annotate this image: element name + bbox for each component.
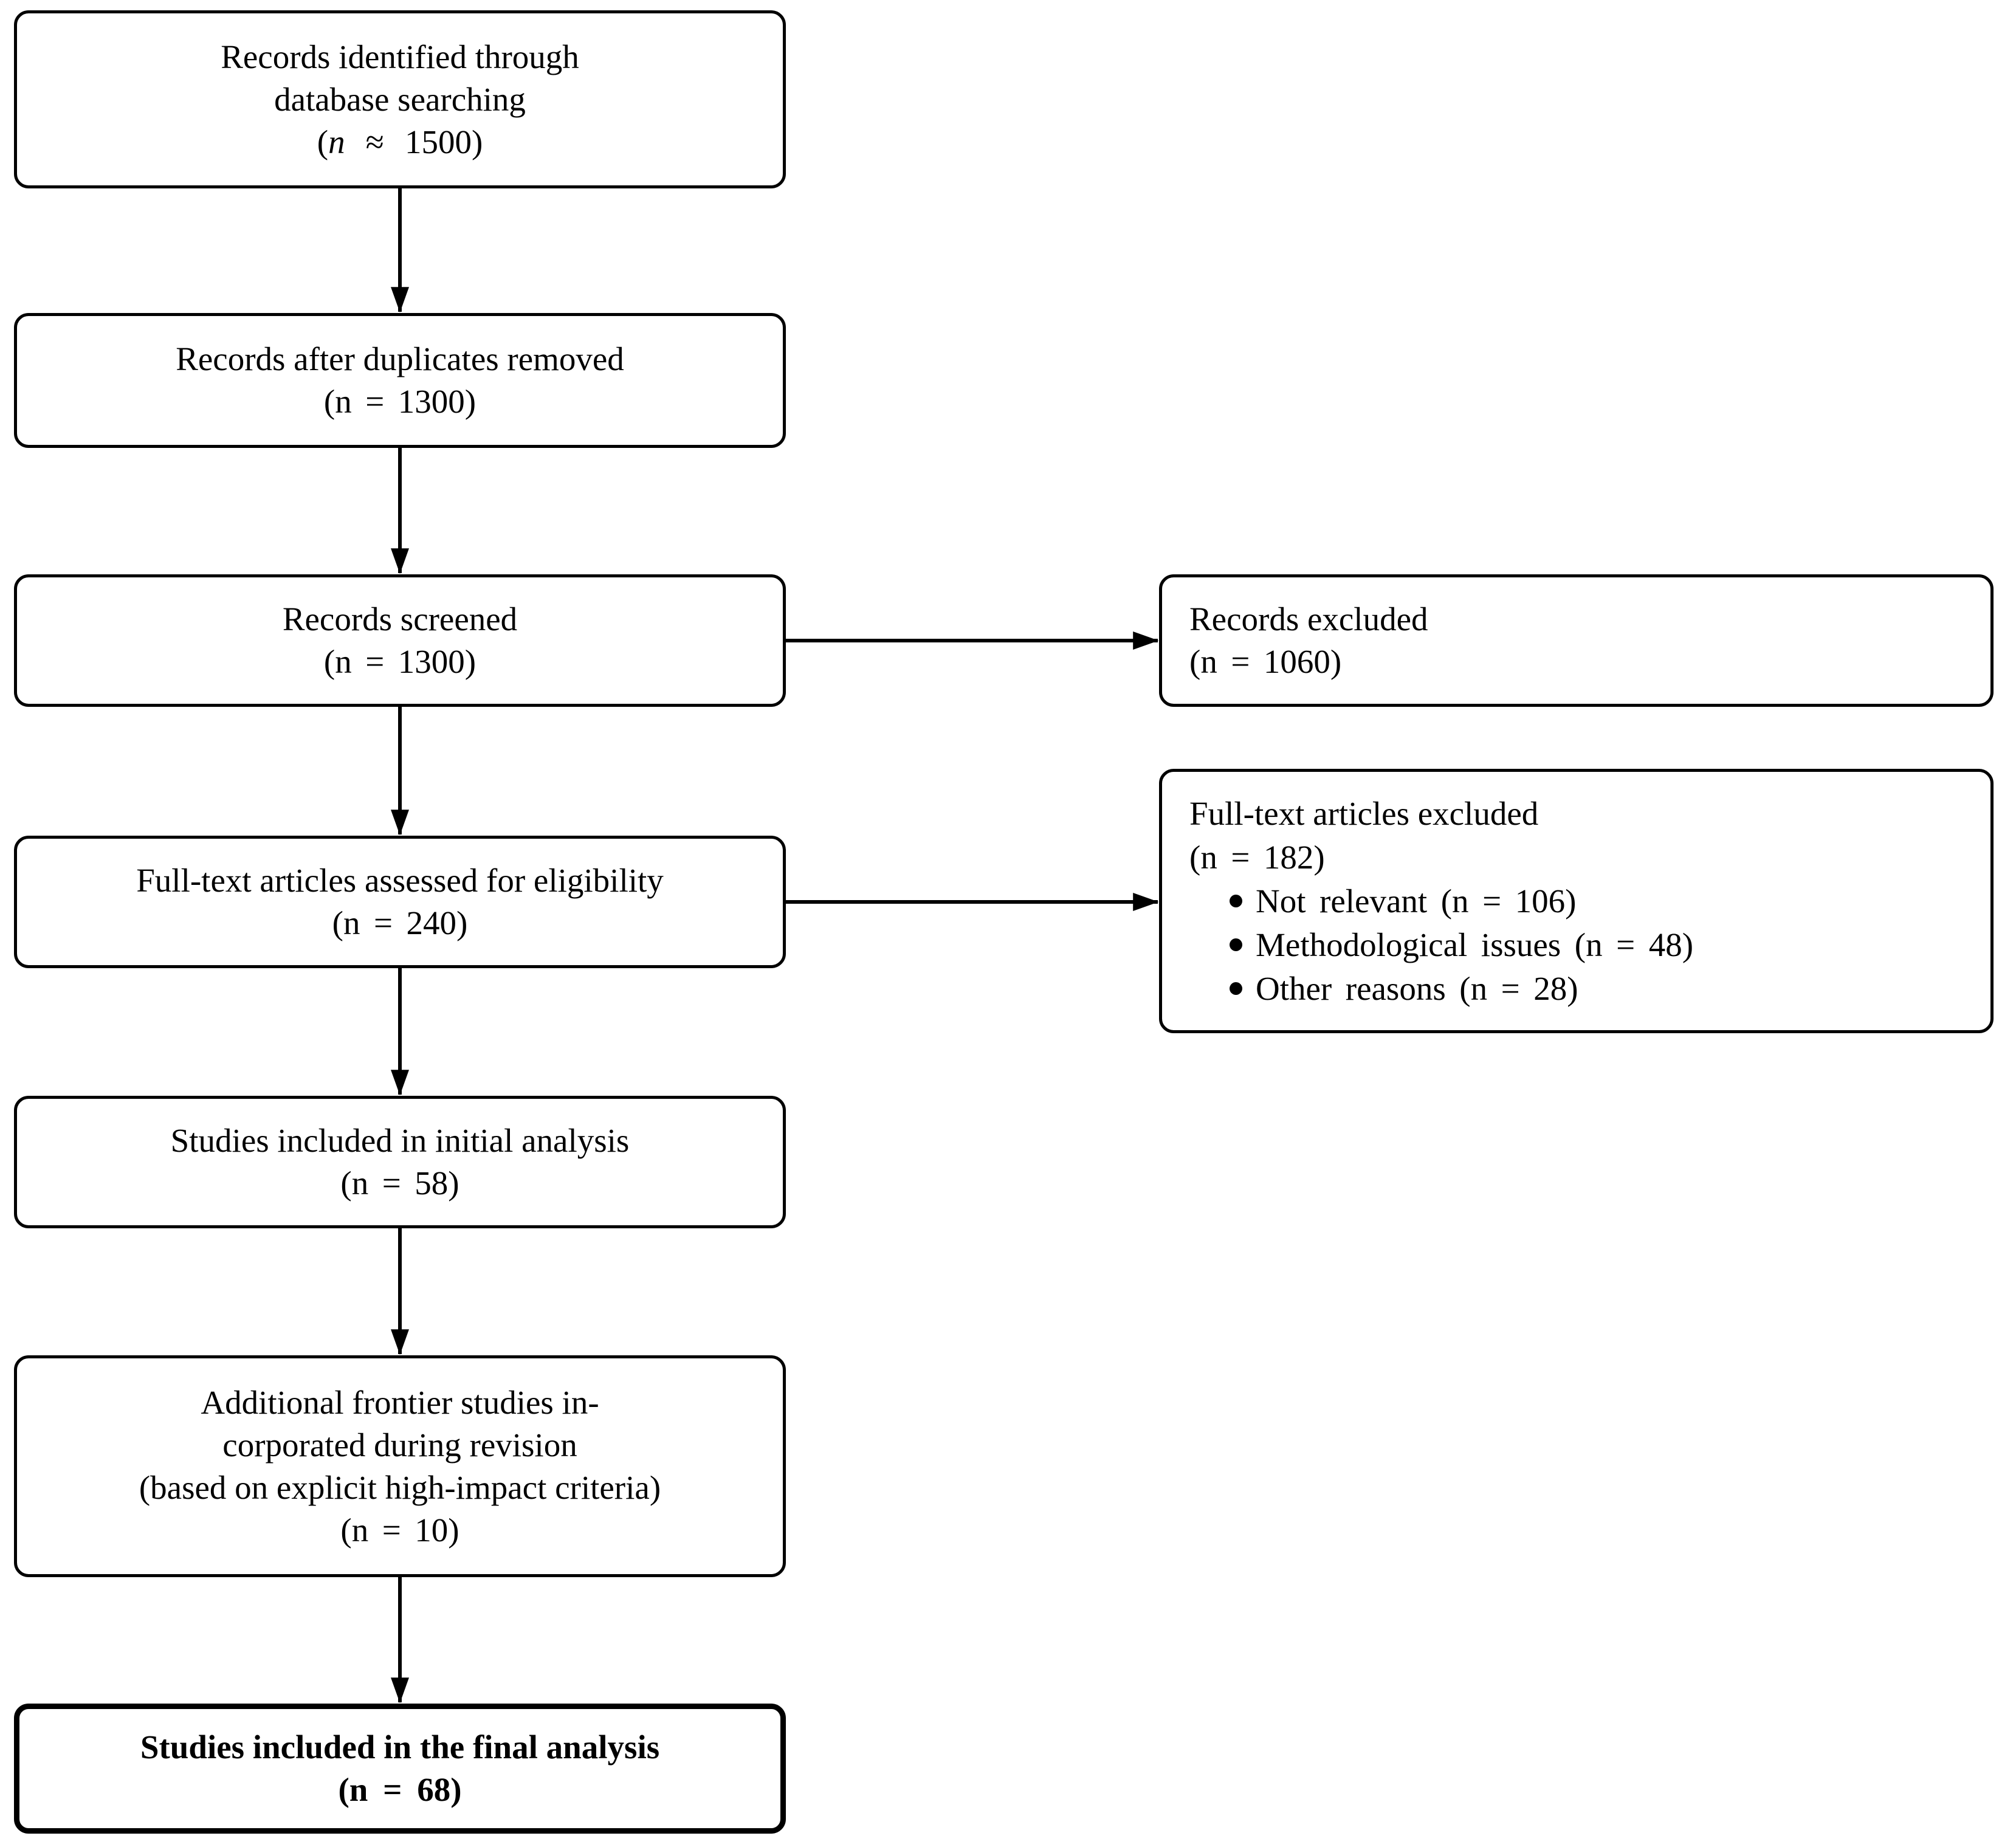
- box-text-line: Full-text articles assessed for eligibil…: [136, 862, 664, 899]
- box-text-line: Studies included in the final analysis: [140, 1728, 660, 1766]
- box-text-line: Full-text articles excluded: [1189, 794, 1539, 832]
- count-open: (n: [338, 1771, 368, 1808]
- box-count-line: (n = 182): [1189, 838, 1325, 876]
- box-text-line: Records after duplicates removed: [176, 340, 624, 377]
- exclusion-reason-text: Methodological issues (n = 48): [1256, 926, 1694, 963]
- box-text-line: (based on explicit high-impact criteria): [139, 1468, 661, 1506]
- box-text-line: Records identified through: [221, 38, 579, 75]
- box-count-line: (n = 58): [340, 1164, 459, 1202]
- box-count-line: (n = 68): [338, 1769, 461, 1811]
- exclusion-reason-item: Not relevant (n = 106): [1230, 879, 1693, 923]
- box-initial-analysis: Studies included in initial analysis (n …: [14, 1096, 786, 1228]
- box-text-line: database searching: [274, 80, 526, 118]
- box-count-line: (n = 10): [340, 1511, 459, 1549]
- count-value: 68): [417, 1771, 462, 1808]
- count-open: (: [317, 123, 329, 160]
- exclusion-reason-text: Other reasons (n = 28): [1256, 969, 1578, 1007]
- box-records-screened: Records screened (n = 1300): [14, 574, 786, 707]
- box-count-line: (n = 1300): [323, 643, 476, 680]
- box-text-line: Records screened: [282, 600, 518, 638]
- box-text-line: Studies included in initial analysis: [170, 1122, 630, 1159]
- box-count-line: (n = 1300): [323, 383, 476, 420]
- count-variable: n: [328, 123, 345, 160]
- box-duplicates-removed: Records after duplicates removed (n = 13…: [14, 313, 786, 448]
- box-count-line: (n = 240): [332, 904, 468, 941]
- box-text-line: corporated during revision: [222, 1426, 577, 1463]
- bullet-icon: [1230, 938, 1242, 951]
- box-fulltext-assessed: Full-text articles assessed for eligibil…: [14, 836, 786, 968]
- bullet-icon: [1230, 982, 1242, 995]
- box-final-analysis: Studies included in the final analysis (…: [14, 1704, 786, 1834]
- box-fulltext-excluded: Full-text articles excluded (n = 182) No…: [1159, 769, 1994, 1033]
- box-count-line: (n ≈1500): [317, 121, 483, 163]
- box-records-excluded: Records excluded (n = 1060): [1159, 574, 1994, 707]
- count-value: 1500): [404, 123, 483, 160]
- equals-symbol: =: [383, 1771, 402, 1808]
- exclusion-reasons-list: Not relevant (n = 106) Methodological is…: [1189, 879, 1693, 1011]
- bullet-icon: [1230, 895, 1242, 907]
- approx-symbol: ≈: [365, 123, 384, 160]
- exclusion-reason-item: Other reasons (n = 28): [1230, 967, 1693, 1011]
- box-text-line: Additional frontier studies in-: [201, 1383, 599, 1421]
- box-text-line: Records excluded: [1189, 600, 1428, 638]
- box-records-identified: Records identified through database sear…: [14, 10, 786, 188]
- box-count-line: (n = 1060): [1189, 643, 1342, 680]
- exclusion-reason-text: Not relevant (n = 106): [1256, 882, 1577, 920]
- box-additional-studies: Additional frontier studies in- corporat…: [14, 1355, 786, 1577]
- exclusion-reason-item: Methodological issues (n = 48): [1230, 923, 1693, 967]
